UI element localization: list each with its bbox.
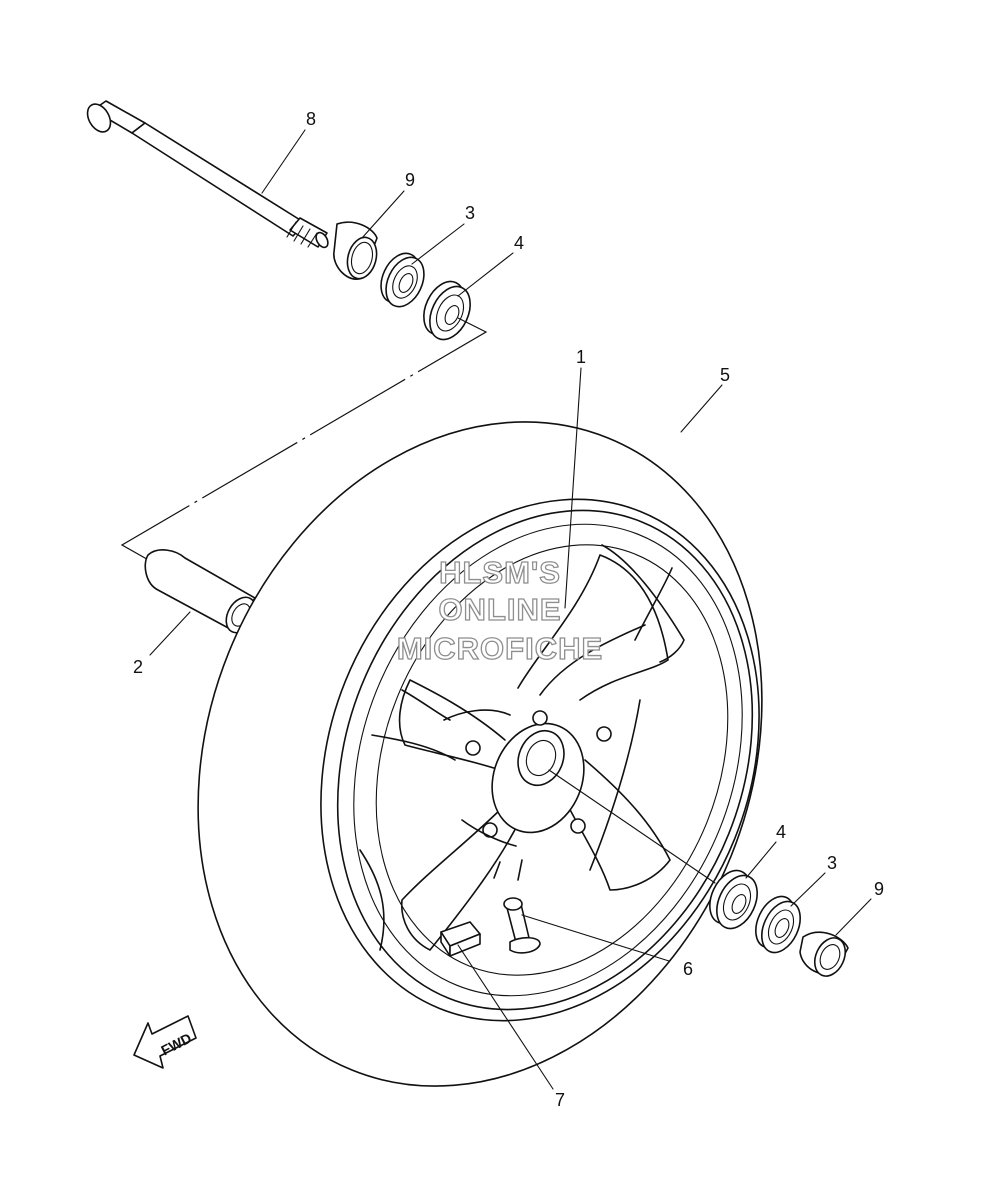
watermark-line-3: MICROFICHE: [397, 631, 603, 666]
callout-9-right: 9: [874, 879, 884, 899]
callout-3-top: 3: [465, 203, 475, 223]
tire[interactable]: [101, 336, 859, 1171]
valve-stem[interactable]: [503, 897, 541, 954]
callout-labels: 8 9 3 4 1 5 2 4 3 9 6 7: [133, 109, 884, 1110]
watermark-line-1: HLSM'S: [439, 555, 561, 590]
oil-seal-top[interactable]: [374, 247, 432, 312]
wheel-sensor[interactable]: [440, 921, 481, 957]
callout-3-right: 3: [827, 853, 837, 873]
callout-1: 1: [576, 347, 586, 367]
callout-8: 8: [306, 109, 316, 129]
watermark-line-2: ONLINE: [438, 592, 561, 627]
callout-2: 2: [133, 657, 143, 677]
bearing-right[interactable]: [702, 864, 765, 935]
callout-6: 6: [683, 959, 693, 979]
callout-9-top: 9: [405, 170, 415, 190]
rim[interactable]: [265, 448, 825, 1073]
axle-shaft[interactable]: [83, 100, 330, 249]
bearing-top[interactable]: [416, 275, 478, 346]
leader-lines: [149, 129, 872, 1090]
wheel-hub[interactable]: [443, 709, 612, 881]
forward-arrow-icon: FWD: [133, 1015, 197, 1069]
collar-right[interactable]: [799, 931, 851, 981]
callout-7: 7: [555, 1090, 565, 1110]
callout-4-top: 4: [514, 233, 524, 253]
wheel-spokes[interactable]: [359, 544, 685, 951]
watermark: HLSM'S ONLINE MICROFICHE: [396, 554, 603, 666]
callout-5: 5: [720, 365, 730, 385]
callout-4-right: 4: [776, 822, 786, 842]
oil-seal-right[interactable]: [748, 890, 808, 958]
collar-top[interactable]: [333, 221, 381, 282]
